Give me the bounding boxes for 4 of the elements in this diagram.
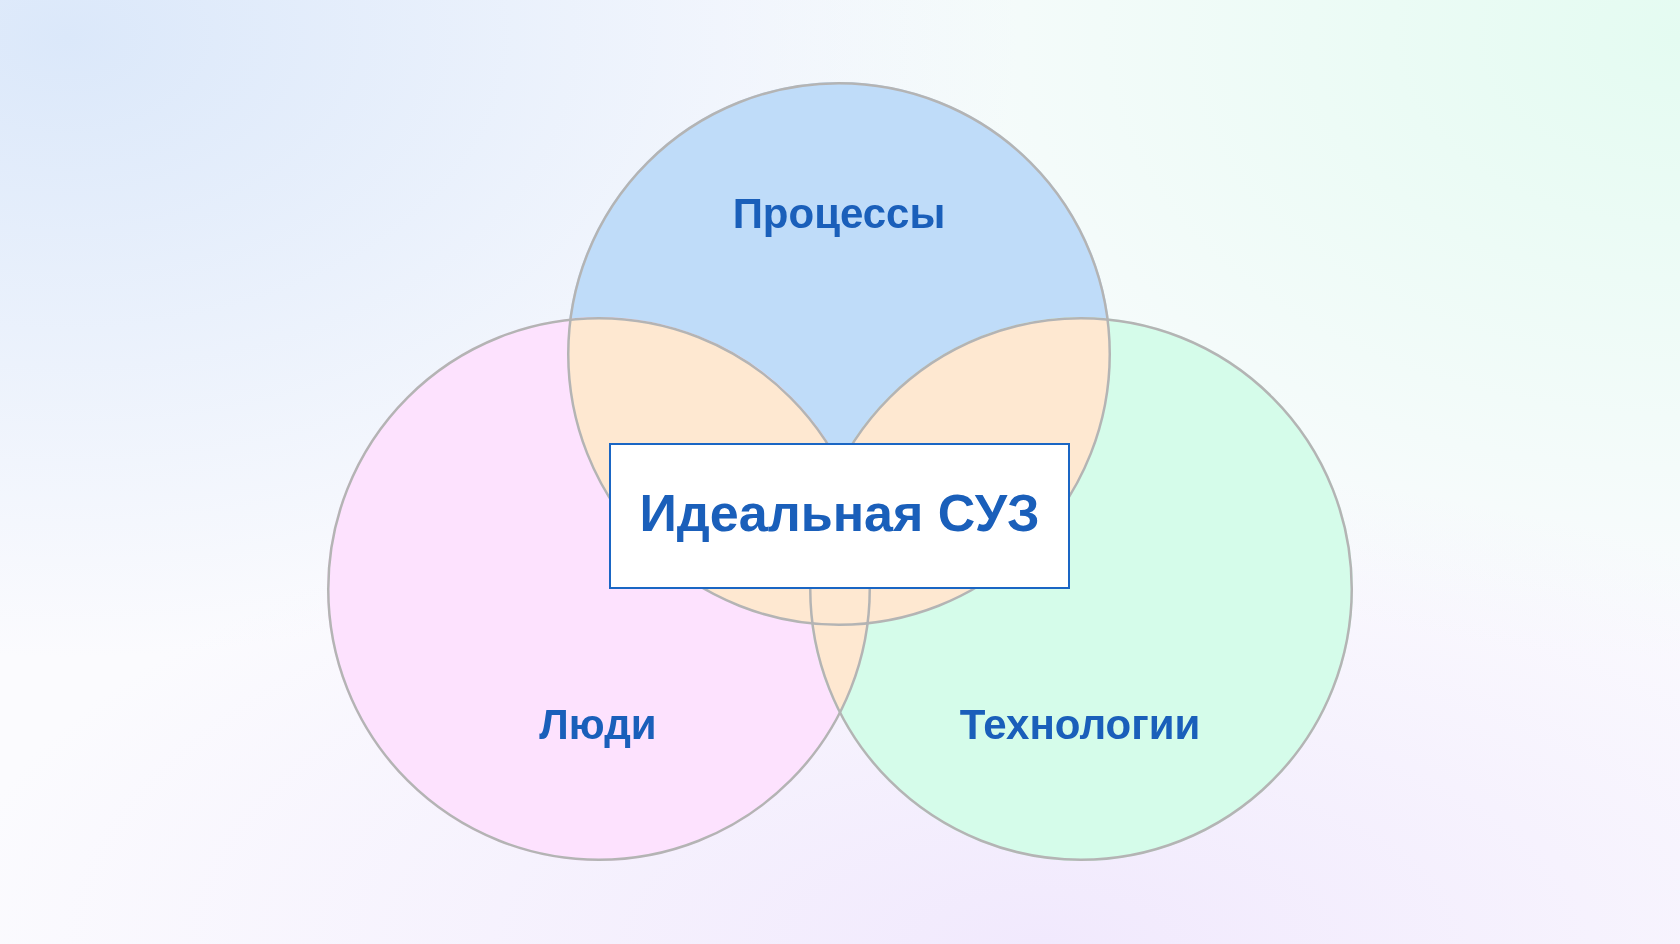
set-label: Технологии <box>959 700 1201 750</box>
set-label: Люди <box>539 700 657 750</box>
center-label: Идеальная СУЗ <box>639 484 1040 544</box>
set-label: Процессы <box>732 189 946 239</box>
